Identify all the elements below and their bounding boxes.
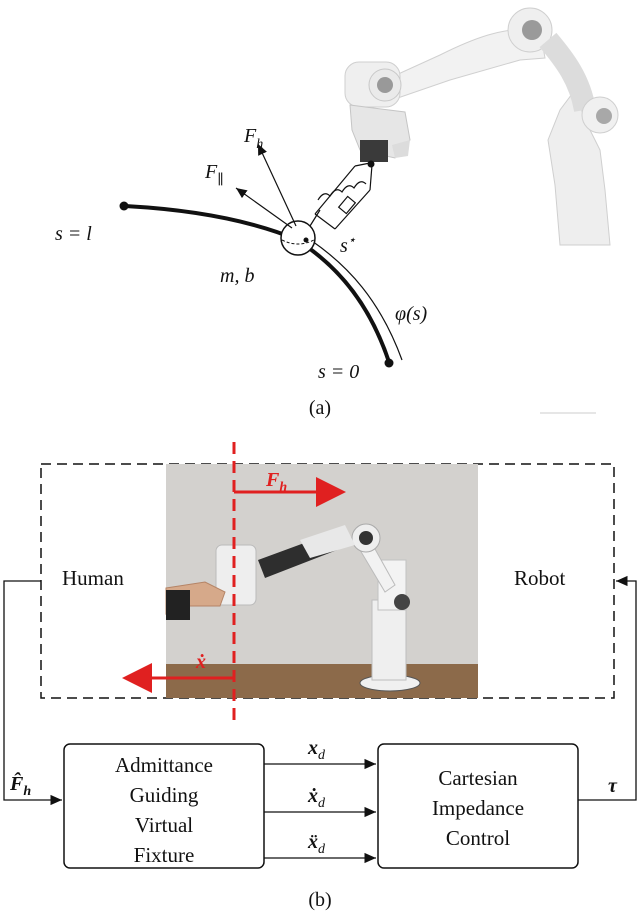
- torque-output-line: [578, 575, 637, 801]
- endpoint-s-l: [119, 201, 129, 211]
- panel-b: Fh ẋ Human Robot Admittance Guiding Virt…: [3, 442, 637, 911]
- human-feedback-line: [3, 580, 62, 806]
- path-curve-lower: [304, 244, 391, 363]
- endpoint-s-0: [384, 358, 394, 368]
- cartesian-line-1: Cartesian: [438, 766, 518, 790]
- force-fh-arrow: [257, 143, 297, 227]
- caption-a: (a): [309, 397, 331, 419]
- label-s-l: s = l: [55, 223, 92, 245]
- admittance-line-3: Virtual: [135, 813, 193, 837]
- caption-b: (b): [308, 889, 331, 911]
- force-parallel-arrow: [235, 187, 293, 229]
- label-mass-damping: m, b: [220, 265, 254, 287]
- admittance-line-1: Admittance: [115, 753, 213, 777]
- label-fh: Fh: [243, 125, 263, 152]
- robot-arm-illustration: [344, 7, 619, 246]
- label-sstar: s⋆: [340, 232, 356, 257]
- admittance-line-4: Fixture: [134, 843, 195, 867]
- photo-velocity-label: ẋ: [195, 651, 206, 673]
- label-s-0: s = 0: [318, 361, 359, 383]
- human-label: Human: [62, 566, 124, 590]
- cartesian-line-2: Impedance: [432, 796, 524, 820]
- mass-circle: [280, 220, 316, 256]
- spring-damper: [309, 162, 373, 230]
- photo-human-robot: [165, 464, 478, 698]
- output-tau-label: τ: [608, 775, 618, 797]
- label-fparallel: F∥: [204, 161, 224, 188]
- signal-xd-dot-label: ẋd: [307, 785, 326, 811]
- admittance-block: [63, 743, 265, 869]
- photo-force-label: Fh: [265, 469, 287, 495]
- panel-a: s = l s = 0 m, b Fh F∥ s⋆ φ(s) (a): [55, 7, 619, 419]
- robot-label: Robot: [514, 566, 566, 590]
- signal-xd-label: xd: [307, 737, 326, 763]
- path-curve-offset: [311, 240, 403, 361]
- input-fh-label: F̂h: [9, 771, 31, 799]
- cartesian-line-3: Control: [446, 826, 510, 850]
- label-phi: φ(s): [395, 303, 428, 325]
- signal-xd-ddot-label: ẍd: [307, 831, 326, 857]
- admittance-line-2: Guiding: [130, 783, 199, 807]
- path-curve-upper: [123, 204, 299, 242]
- cartesian-block: [377, 743, 579, 869]
